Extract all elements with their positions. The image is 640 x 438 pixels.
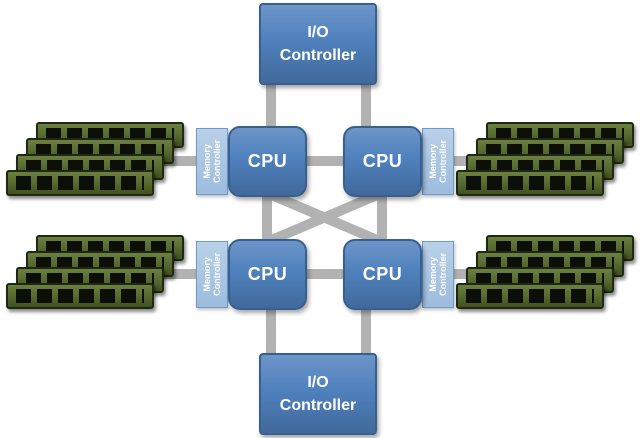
memory-controller-top-right: Memory Controller xyxy=(422,128,454,195)
dimm-module xyxy=(6,170,154,196)
memory-controller-top-left: Memory Controller xyxy=(196,128,228,195)
memory-controller-label: Memory Controller xyxy=(201,252,222,296)
memory-controller-label: Memory Controller xyxy=(201,139,222,183)
cpu-label: CPU xyxy=(247,264,288,284)
io-controller-top: I/O Controller xyxy=(259,3,377,85)
cpu-label: CPU xyxy=(362,264,403,284)
dimm-stack-top-right xyxy=(456,122,634,196)
dimm-module xyxy=(456,170,604,196)
memory-controller-bottom-left: Memory Controller xyxy=(196,241,228,308)
io-controller-label: I/O Controller xyxy=(279,23,357,64)
cpu-top-right: CPU xyxy=(343,126,422,197)
io-controller-label: I/O Controller xyxy=(279,373,357,414)
cpu-bottom-left: CPU xyxy=(228,239,307,310)
dimm-module xyxy=(456,283,604,309)
memory-controller-label: Memory Controller xyxy=(427,139,448,183)
dimm-module xyxy=(6,283,154,309)
connector-cpu-diagonal-2 xyxy=(265,188,384,247)
dimm-stack-top-left xyxy=(6,122,184,196)
memory-controller-bottom-right: Memory Controller xyxy=(422,241,454,308)
cpu-label: CPU xyxy=(247,151,288,171)
io-controller-bottom: I/O Controller xyxy=(259,353,377,435)
dimm-stack-bottom-left xyxy=(6,235,184,309)
cpu-bottom-right: CPU xyxy=(343,239,422,310)
memory-controller-label: Memory Controller xyxy=(427,252,448,296)
dimm-stack-bottom-right xyxy=(456,235,634,309)
cpu-top-left: CPU xyxy=(228,126,307,197)
cpu-label: CPU xyxy=(362,151,403,171)
